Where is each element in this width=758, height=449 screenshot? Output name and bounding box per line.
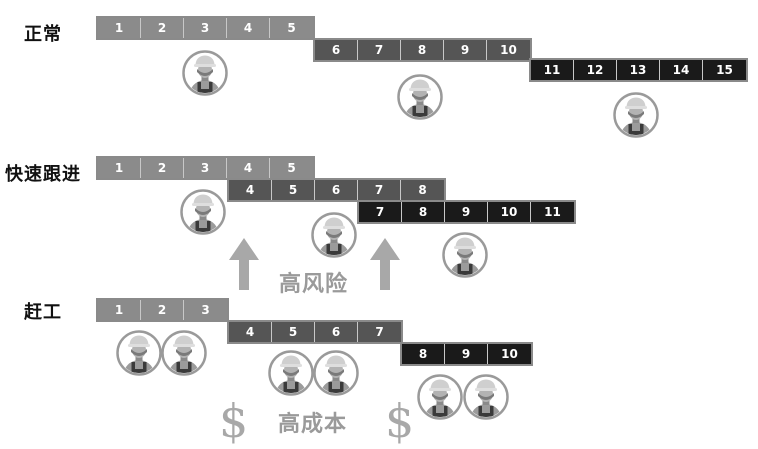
task-block-normal-phase-2: 6 7 8 9 10 [313, 38, 532, 62]
row-label-crashing: 赶工 [24, 302, 62, 323]
task-block-normal-phase-3: 11 12 13 14 15 [529, 58, 748, 82]
task-cell: 7 [358, 322, 401, 342]
task-cell: 2 [141, 158, 184, 178]
task-cell: 15 [703, 60, 746, 80]
task-cell: 8 [401, 40, 444, 60]
worker-hardhat-icon [311, 212, 357, 258]
task-block-crash-phase-2: 4 5 6 7 [227, 320, 403, 344]
worker-hardhat-icon [161, 330, 207, 376]
task-cell: 10 [488, 202, 531, 222]
task-cell: 8 [402, 344, 445, 364]
task-block-normal-phase-1: 1 2 3 4 5 [96, 16, 315, 40]
row-label-normal: 正常 [24, 24, 62, 45]
task-cell: 4 [229, 180, 272, 200]
worker-hardhat-icon [613, 92, 659, 138]
task-cell: 13 [617, 60, 660, 80]
worker-hardhat-icon [417, 374, 463, 420]
task-cell: 6 [315, 180, 358, 200]
up-arrow-icon [370, 238, 400, 290]
task-block-crash-phase-3: 8 9 10 [400, 342, 533, 366]
task-cell: 2 [141, 300, 184, 320]
task-cell: 9 [444, 40, 487, 60]
task-cell: 6 [315, 322, 358, 342]
task-cell: 7 [359, 202, 402, 222]
task-cell: 9 [445, 344, 488, 364]
worker-hardhat-icon [463, 374, 509, 420]
task-cell: 5 [270, 18, 313, 38]
dollar-sign-icon: $ [385, 394, 415, 448]
task-cell: 5 [270, 158, 313, 178]
up-arrow-icon [229, 238, 259, 290]
task-block-fast-phase-2: 4 5 6 7 8 [227, 178, 446, 202]
worker-hardhat-icon [442, 232, 488, 278]
task-cell: 4 [227, 158, 270, 178]
task-cell: 11 [531, 60, 574, 80]
task-cell: 1 [98, 158, 141, 178]
task-cell: 10 [487, 40, 530, 60]
worker-hardhat-icon [397, 74, 443, 120]
high-risk-label: 高风险 [279, 272, 349, 297]
task-block-crash-phase-1: 1 2 3 [96, 298, 229, 322]
worker-hardhat-icon [116, 330, 162, 376]
task-cell: 3 [184, 158, 227, 178]
task-cell: 1 [98, 300, 141, 320]
task-cell: 5 [272, 180, 315, 200]
worker-hardhat-icon [268, 350, 314, 396]
dollar-sign-icon: $ [219, 394, 249, 448]
worker-hardhat-icon [313, 350, 359, 396]
task-cell: 3 [184, 300, 227, 320]
task-cell: 10 [488, 344, 531, 364]
worker-hardhat-icon [182, 50, 228, 96]
task-block-fast-phase-1: 1 2 3 4 5 [96, 156, 315, 180]
task-cell: 4 [229, 322, 272, 342]
task-cell: 8 [401, 180, 444, 200]
task-cell: 5 [272, 322, 315, 342]
task-cell: 1 [98, 18, 141, 38]
high-cost-label: 高成本 [278, 412, 348, 437]
task-cell: 14 [660, 60, 703, 80]
worker-hardhat-icon [180, 189, 226, 235]
task-cell: 4 [227, 18, 270, 38]
task-cell: 6 [315, 40, 358, 60]
task-cell: 3 [184, 18, 227, 38]
task-cell: 8 [402, 202, 445, 222]
task-cell: 7 [358, 40, 401, 60]
task-cell: 12 [574, 60, 617, 80]
task-cell: 7 [358, 180, 401, 200]
task-cell: 2 [141, 18, 184, 38]
task-cell: 11 [531, 202, 574, 222]
task-block-fast-phase-3: 7 8 9 10 11 [357, 200, 576, 224]
task-cell: 9 [445, 202, 488, 222]
row-label-fast-tracking: 快速跟进 [5, 164, 81, 185]
